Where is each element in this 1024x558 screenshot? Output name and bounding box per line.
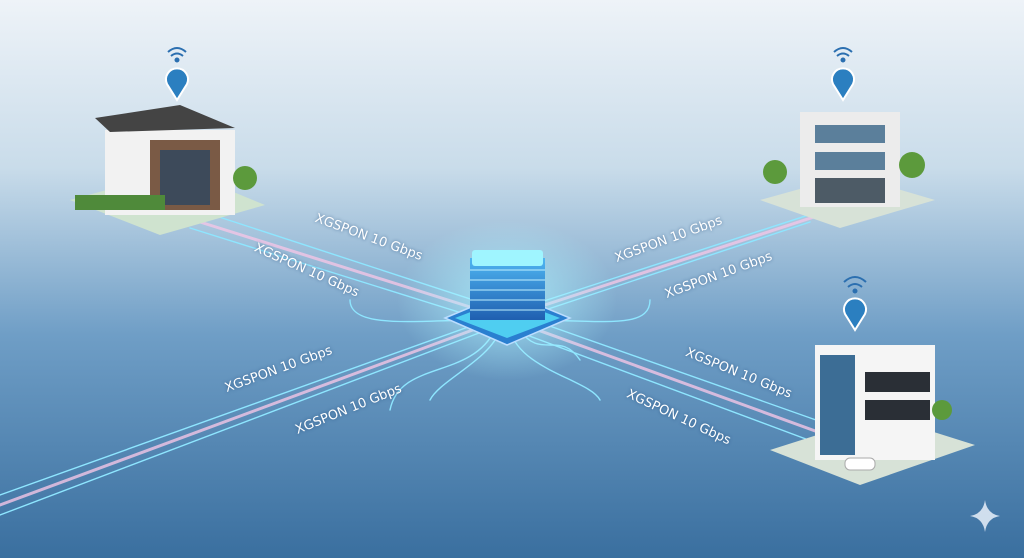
building-bottom-right	[770, 345, 975, 485]
olt-hub	[397, 220, 617, 380]
house-top-left	[70, 105, 265, 235]
map-pin-icon	[165, 67, 867, 332]
building-top-right	[760, 112, 935, 228]
wifi-icon	[167, 47, 867, 294]
sparkle-icon	[970, 500, 1000, 532]
